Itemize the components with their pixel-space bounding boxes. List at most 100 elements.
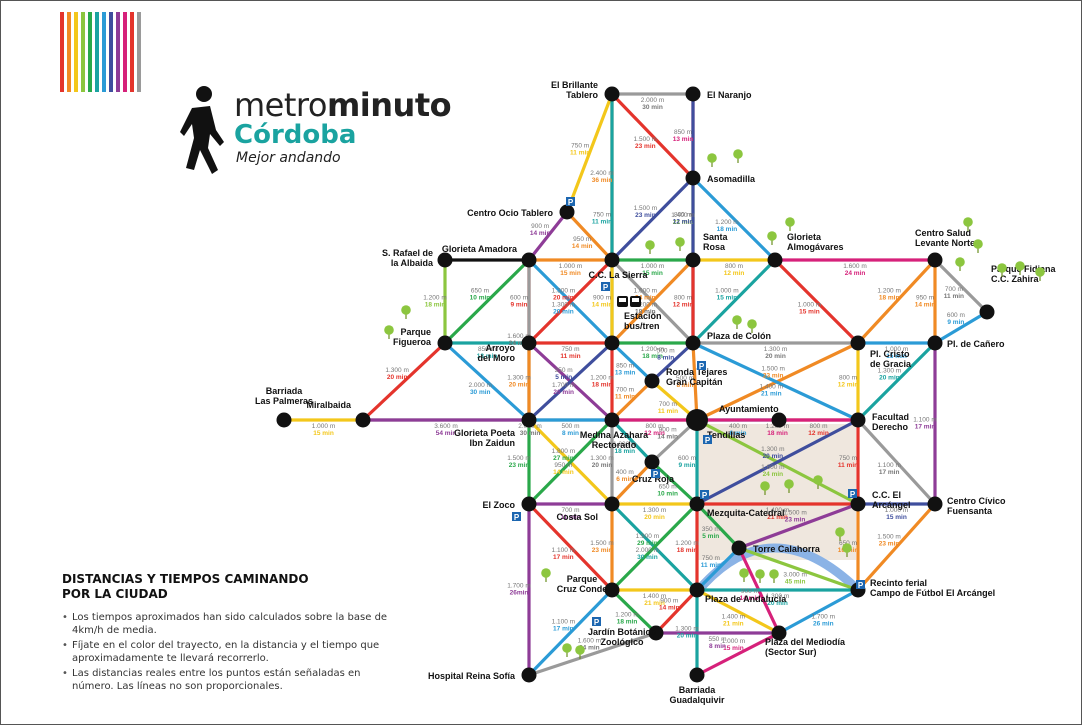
station-estacion[interactable] — [604, 335, 620, 351]
route-line-figueroa-miralbaida — [361, 341, 447, 422]
station-label-line: C.C. Zahira — [991, 274, 1040, 284]
route-distance: 3.000 m — [783, 571, 807, 578]
station-colon[interactable] — [685, 335, 701, 351]
station-santa_rosa[interactable] — [685, 252, 701, 268]
station-arroyo[interactable] — [521, 335, 537, 351]
station-asomadilla[interactable] — [685, 170, 701, 186]
station-tendillas[interactable] — [686, 409, 708, 431]
station-label-line: (Sector Sur) — [765, 647, 817, 657]
route-time: 23 min — [763, 372, 784, 379]
station-zoco[interactable] — [521, 496, 537, 512]
station-costa_sol[interactable] — [604, 496, 620, 512]
station-poeta[interactable] — [521, 412, 537, 428]
svg-text:P: P — [568, 198, 574, 207]
station-label-line: Pl. de Cañero — [947, 339, 1005, 349]
tree-icon — [675, 237, 685, 251]
route-time: 18 min — [614, 448, 635, 455]
route-distance: 1.000 m — [885, 507, 909, 514]
station-medina[interactable] — [604, 412, 620, 428]
route-line-salud_levante-cristo — [856, 258, 937, 345]
station-cruz_conde[interactable] — [604, 582, 620, 598]
station-cc_sierra[interactable] — [604, 252, 620, 268]
station-label-line: Plaza de Colón — [707, 331, 771, 341]
station-almogavares[interactable] — [767, 252, 783, 268]
route-time: 11 min — [944, 293, 964, 300]
station-label-line: Centro Ocio Tablero — [467, 208, 553, 218]
tree-icon — [1035, 267, 1045, 281]
route-time: 24 min — [635, 295, 656, 302]
station-salud_levante[interactable] — [927, 252, 943, 268]
route-distance: 1.100 m — [913, 417, 937, 424]
station-ayuntamiento[interactable] — [771, 412, 787, 428]
station-barriada_palmeras[interactable] — [276, 412, 292, 428]
station-fidiana[interactable] — [979, 304, 995, 320]
route-distance: 750 m — [839, 455, 857, 462]
route-time: 18 min — [425, 302, 446, 309]
station-arcangel[interactable] — [850, 496, 866, 512]
station-label-line: Pl. Cristo — [870, 349, 910, 359]
route-distance: 1.000 m — [798, 302, 822, 309]
station-guadalquivir[interactable] — [689, 667, 705, 683]
route-time: 11 min — [560, 514, 580, 521]
station-canero[interactable] — [927, 335, 943, 351]
station-label-reina_sofia: Hospital Reina Sofía — [428, 671, 516, 681]
station-label-tendillas: Tendillas — [707, 430, 745, 440]
station-reina_sofia[interactable] — [521, 667, 537, 683]
route-time: 26min — [510, 590, 529, 597]
station-andalucia[interactable] — [689, 582, 705, 598]
route-time: 24 min — [509, 340, 530, 347]
route-distance: 600 m — [678, 455, 696, 462]
station-brillante[interactable] — [604, 86, 620, 102]
route-line-figueroa-poeta — [443, 341, 531, 422]
station-mezquita[interactable] — [689, 496, 705, 512]
station-figueroa[interactable] — [437, 335, 453, 351]
station-label-line: Fuensanta — [947, 506, 993, 516]
brand-stripe — [74, 12, 78, 92]
route-distance: 3.600 m — [434, 423, 458, 430]
route-line-estacion-ronda — [610, 341, 654, 383]
station-rafael[interactable] — [437, 252, 453, 268]
tree-icon — [973, 239, 983, 253]
svg-text:P: P — [594, 618, 600, 627]
route-line-canero-facultad — [856, 341, 937, 422]
route-distance: 1.600 m — [761, 464, 785, 471]
station-facultad[interactable] — [850, 412, 866, 428]
station-label-line: S. Rafael de — [382, 248, 433, 258]
station-naranjo[interactable] — [685, 86, 701, 102]
route-distance: 1.200 m — [641, 346, 665, 353]
route-time: 23 min — [879, 540, 900, 547]
station-cristo[interactable] — [850, 335, 866, 351]
station-jardin[interactable] — [648, 625, 664, 641]
route-time: 21 min — [761, 391, 782, 398]
route-time: 6 min — [730, 430, 747, 437]
station-ocio_tablero[interactable] — [559, 204, 575, 220]
station-fuensanta[interactable] — [927, 496, 943, 512]
route-distance: 1.400 m — [760, 384, 784, 391]
station-calahorra[interactable] — [731, 540, 747, 556]
route-distance: 1.700 m — [507, 583, 531, 590]
station-miralbaida[interactable] — [355, 412, 371, 428]
route-time: 10 min — [470, 294, 491, 301]
tree-icon — [767, 231, 777, 245]
station-label-line: Cruz Roja — [632, 474, 675, 484]
route-time: 8 min — [562, 430, 579, 437]
route-distance: 400 m — [729, 423, 747, 430]
station-amadora[interactable] — [521, 252, 537, 268]
station-ronda[interactable] — [644, 373, 660, 389]
station-cruz_roja[interactable] — [644, 454, 660, 470]
station-mediodia[interactable] — [771, 625, 787, 641]
station-label-line: Ronda Tejares — [666, 367, 727, 377]
route-line-brillante-ocio_tablero — [565, 92, 614, 214]
